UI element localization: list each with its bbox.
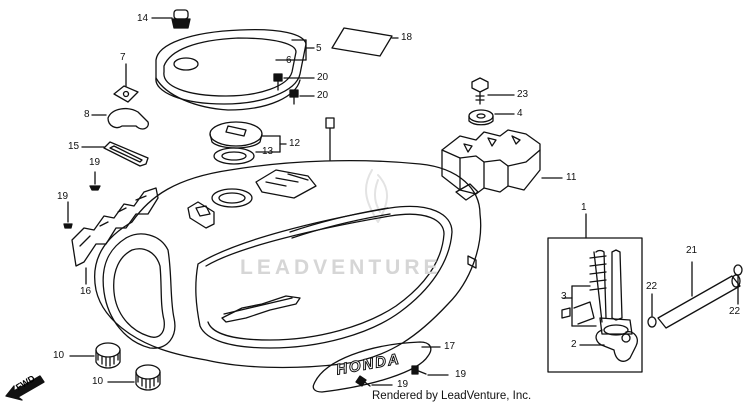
watermark-flame [364,169,388,223]
part-21-hose [657,261,741,329]
callout-11: 11 [566,172,577,183]
part-12-filler-cap [209,121,287,153]
callout-22-a: 22 [646,281,658,292]
part-22-clip-a [647,293,657,328]
callout-10-b: 10 [92,376,104,387]
part-1-fuel-cock-box [547,213,643,373]
part-22-clip-b [733,264,743,305]
part-10-grommet-a [69,342,121,369]
credit-line: Rendered by LeadVenture, Inc. [372,390,532,402]
part-9-clip [325,117,335,161]
callout-4: 4 [517,108,523,119]
callout-15: 15 [68,141,80,152]
part-18-label [331,27,399,57]
callout-14: 14 [137,13,149,24]
callout-17: 17 [444,341,456,352]
part-13-gasket [213,147,255,165]
watermark-text: LEADVENTURE [240,256,442,279]
part-14-cap [151,9,191,29]
fwd-arrow-icon [5,375,45,401]
part-20-bolt-a [273,73,315,91]
part-19-screw-a [89,171,101,191]
callout-19-c: 19 [455,369,467,380]
callout-19-d: 19 [397,379,409,390]
callout-19-b: 19 [57,191,69,202]
callout-20-b: 20 [317,90,329,101]
part-7-bracket [113,63,139,103]
callout-19-a: 19 [89,157,101,168]
part-10-grommet-b [107,364,161,391]
callout-3: 3 [561,291,567,302]
callout-20-a: 20 [317,72,329,83]
part-19-screw-c [411,365,449,376]
part-20-bolt-b [289,89,315,105]
callout-5: 5 [316,43,322,54]
callout-1: 1 [581,202,587,213]
callout-22-b: 22 [729,306,741,317]
callout-2: 2 [571,339,577,350]
callout-16: 16 [80,286,92,297]
callout-6: 6 [286,55,292,66]
part-5-cover [155,28,315,111]
part-19-screw-b [63,201,73,229]
callout-23: 23 [517,89,529,100]
part-16-plate [71,187,159,285]
callout-7: 7 [120,52,126,63]
part-8-clip [91,107,149,130]
part-17-emblem [312,341,441,393]
callout-10-a: 10 [53,350,65,361]
part-15-gasket [81,141,149,167]
part-4-washer [468,109,515,126]
callout-12: 12 [289,138,301,149]
part-19-screw-d [355,375,393,387]
part-23-bolt [471,77,515,105]
fuel-tank-body [94,159,482,369]
callout-8: 8 [84,109,90,120]
part-11-mount [441,129,563,195]
callout-18: 18 [401,32,413,43]
callout-21: 21 [686,245,698,256]
callout-13: 13 [262,146,274,157]
